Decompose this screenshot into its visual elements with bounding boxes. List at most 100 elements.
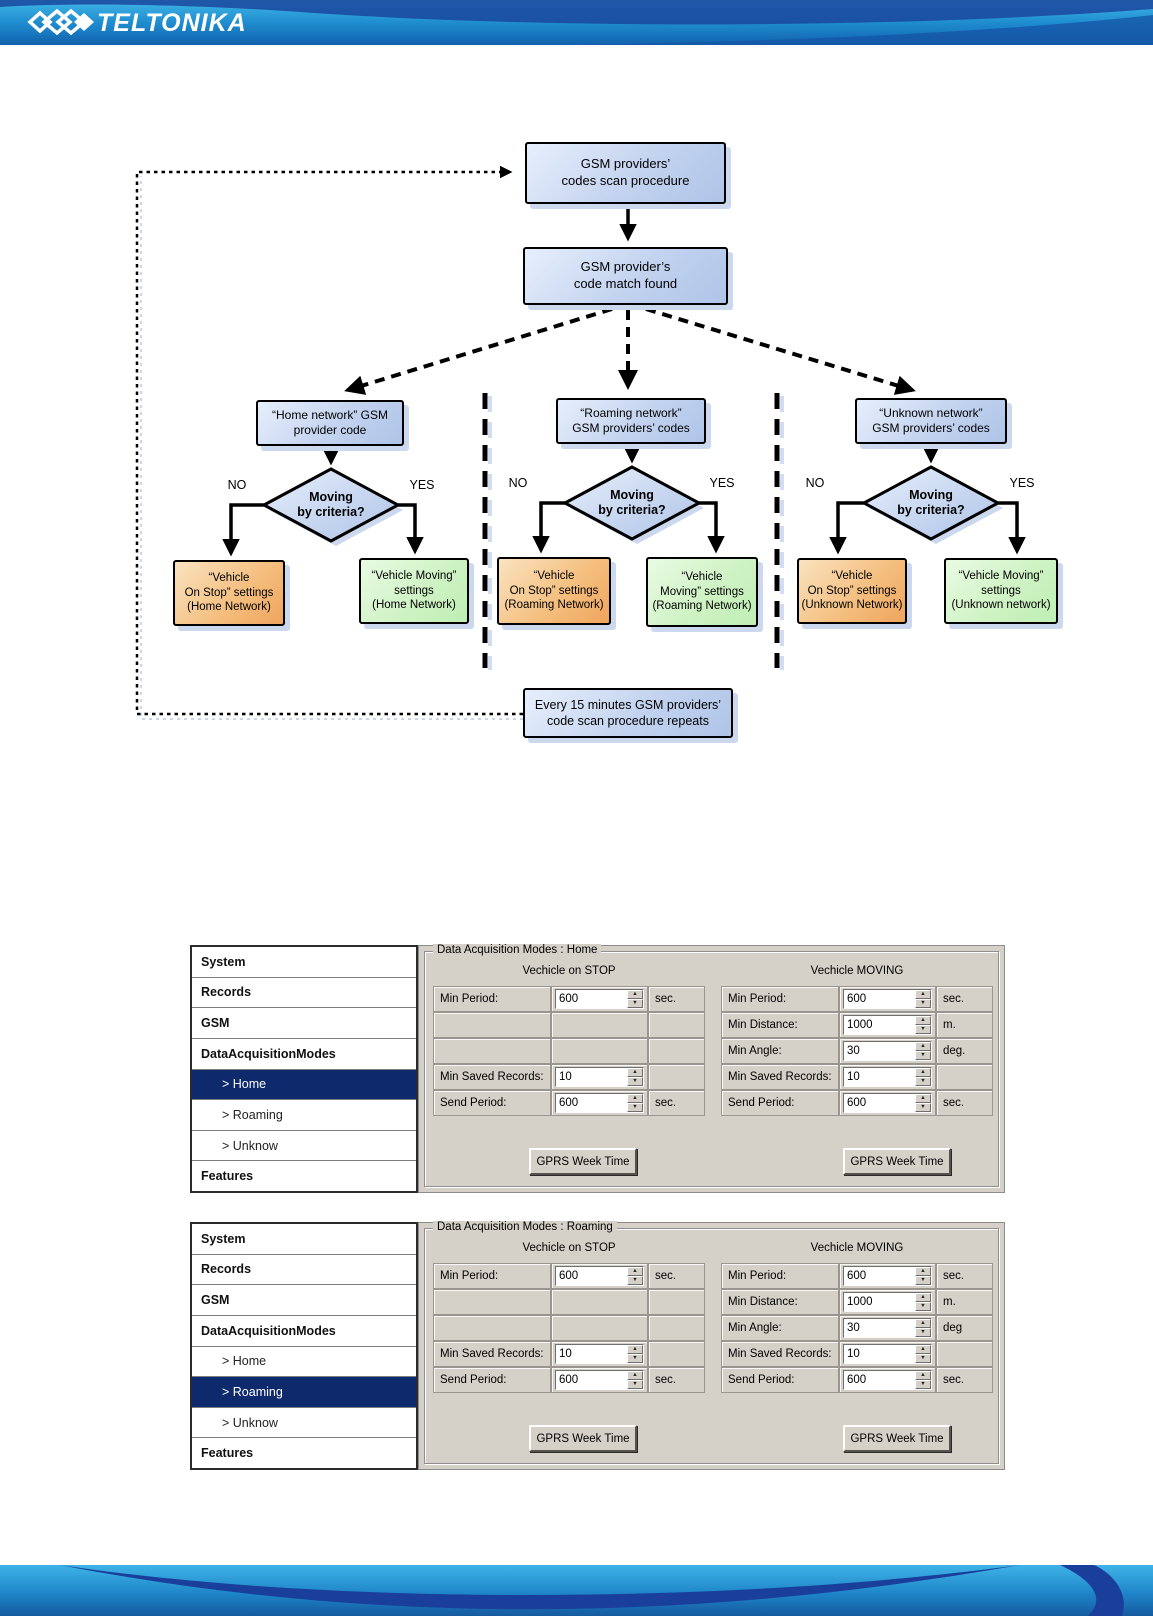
row-unit [648, 1012, 705, 1038]
sidebar-item-features[interactable]: Features [201, 1446, 254, 1461]
value-input[interactable] [844, 1345, 915, 1363]
spin-up-button[interactable]: ▲ [915, 1016, 931, 1025]
row-value-cell: ▲▼ [551, 1341, 648, 1367]
spin-down-button[interactable]: ▼ [915, 999, 931, 1008]
logo-diamond-icon [27, 10, 53, 34]
config-main-panel: Data Acquisition Modes : Roaming Vechicl… [418, 1221, 1005, 1470]
spin-up-button[interactable]: ▲ [915, 1094, 931, 1103]
table-row: Min Period:▲▼sec. [721, 986, 993, 1012]
value-input[interactable] [556, 1267, 627, 1285]
sidebar-item-gsm[interactable]: GSM [192, 1008, 416, 1039]
spin-down-button[interactable]: ▼ [915, 1328, 931, 1337]
spin-down-button[interactable]: ▼ [627, 1276, 643, 1285]
sidebar-item-system[interactable]: System [192, 947, 416, 978]
sidebar-item-records[interactable]: Records [192, 978, 416, 1009]
value-input[interactable] [844, 1371, 915, 1389]
spin-control: ▲▼ [843, 1041, 932, 1061]
row-value-cell [551, 1012, 648, 1038]
sidebar-item-unknow[interactable]: > Unknow [192, 1131, 416, 1162]
spin-up-button[interactable]: ▲ [915, 1319, 931, 1328]
sidebar-item-features[interactable]: Features [201, 1169, 254, 1184]
row-value-cell: ▲▼ [551, 986, 648, 1012]
row-value-cell: ▲▼ [839, 986, 936, 1012]
gprs-week-time-button[interactable]: GPRS Week Time [529, 1425, 637, 1452]
value-input[interactable] [844, 1267, 915, 1285]
spin-down-button[interactable]: ▼ [915, 1276, 931, 1285]
spin-down-button[interactable]: ▼ [915, 1380, 931, 1389]
spin-up-button[interactable]: ▲ [627, 1267, 643, 1276]
table-row: Min Saved Records:▲▼ [433, 1064, 705, 1090]
spin-down-button[interactable]: ▼ [627, 999, 643, 1008]
table-row: Min Angle:▲▼deg. [721, 1038, 993, 1064]
spin-control: ▲▼ [555, 1266, 644, 1286]
spinner: ▲▼ [915, 1267, 931, 1285]
spin-up-button[interactable]: ▲ [627, 1094, 643, 1103]
value-input[interactable] [844, 1094, 915, 1112]
sidebar-item-system[interactable]: System [192, 1224, 416, 1255]
spin-down-button[interactable]: ▼ [627, 1103, 643, 1112]
value-input[interactable] [844, 1016, 915, 1034]
spin-down-button[interactable]: ▼ [915, 1077, 931, 1086]
spin-up-button[interactable]: ▲ [627, 990, 643, 999]
value-input[interactable] [556, 1371, 627, 1389]
row-label: Min Period: [721, 1263, 839, 1289]
spin-down-button[interactable]: ▼ [915, 1051, 931, 1060]
row-label [433, 1289, 551, 1315]
table-row [433, 1038, 705, 1064]
sidebar-item-roaming[interactable]: > Roaming [192, 1100, 416, 1131]
arrow-unknown-no [829, 501, 864, 555]
sidebar-item-roaming[interactable]: > Roaming [192, 1377, 416, 1408]
sidebar-item-unknow[interactable]: > Unknow [192, 1408, 416, 1439]
groupbox-legend: Data Acquisition Modes : Home [433, 944, 602, 956]
footer-banner [0, 1565, 1153, 1616]
spin-up-button[interactable]: ▲ [915, 1042, 931, 1051]
spin-up-button[interactable]: ▲ [915, 990, 931, 999]
value-input[interactable] [556, 990, 627, 1008]
sidebar-item-records[interactable]: Records [192, 1255, 416, 1286]
spin-up-button[interactable]: ▲ [915, 1371, 931, 1380]
value-input[interactable] [844, 1042, 915, 1060]
row-label: Min Angle: [721, 1315, 839, 1341]
spin-control: ▲▼ [555, 989, 644, 1009]
spin-up-button[interactable]: ▲ [627, 1371, 643, 1380]
logo-diamond-icon [41, 8, 73, 36]
gprs-week-time-button[interactable]: GPRS Week Time [529, 1148, 637, 1175]
sidebar-item-home[interactable]: > Home [192, 1069, 416, 1101]
table-row: Min Distance:▲▼m. [721, 1012, 993, 1038]
spin-down-button[interactable]: ▼ [915, 1103, 931, 1112]
gprs-week-time-button[interactable]: GPRS Week Time [843, 1425, 951, 1452]
yes-label: YES [709, 476, 735, 490]
sidebar-item-gsm[interactable]: GSM [192, 1285, 416, 1316]
spin-down-button[interactable]: ▼ [627, 1077, 643, 1086]
gprs-week-time-button[interactable]: GPRS Week Time [843, 1148, 951, 1175]
spin-down-button[interactable]: ▼ [915, 1302, 931, 1311]
header-banner: TELTONIKA [0, 0, 1153, 45]
row-value-cell [551, 1038, 648, 1064]
row-unit: sec. [936, 1263, 993, 1289]
value-input[interactable] [844, 1293, 915, 1311]
value-input[interactable] [844, 990, 915, 1008]
spin-up-button[interactable]: ▲ [915, 1267, 931, 1276]
sidebar-item-dataacquisitionmodes[interactable]: DataAcquisitionModes [192, 1316, 416, 1347]
footer-swoosh [60, 1565, 1020, 1610]
spin-down-button[interactable]: ▼ [627, 1354, 643, 1363]
value-input[interactable] [844, 1068, 915, 1086]
value-input[interactable] [556, 1068, 627, 1086]
sidebar-item-dataacquisitionmodes[interactable]: DataAcquisitionModes [192, 1039, 416, 1070]
spin-up-button[interactable]: ▲ [915, 1345, 931, 1354]
value-input[interactable] [556, 1094, 627, 1112]
sidebar-item-home[interactable]: > Home [192, 1347, 416, 1378]
yes-label: YES [409, 478, 435, 492]
value-input[interactable] [556, 1345, 627, 1363]
spin-up-button[interactable]: ▲ [915, 1068, 931, 1077]
value-input[interactable] [844, 1319, 915, 1337]
spin-up-button[interactable]: ▲ [627, 1068, 643, 1077]
spinner: ▲▼ [915, 1042, 931, 1060]
row-label: Min Angle: [721, 1038, 839, 1064]
spin-up-button[interactable]: ▲ [915, 1293, 931, 1302]
decision-label-unknown: Moving by criteria? [897, 488, 965, 517]
spin-down-button[interactable]: ▼ [915, 1354, 931, 1363]
spin-down-button[interactable]: ▼ [915, 1025, 931, 1034]
spin-up-button[interactable]: ▲ [627, 1345, 643, 1354]
spin-down-button[interactable]: ▼ [627, 1380, 643, 1389]
